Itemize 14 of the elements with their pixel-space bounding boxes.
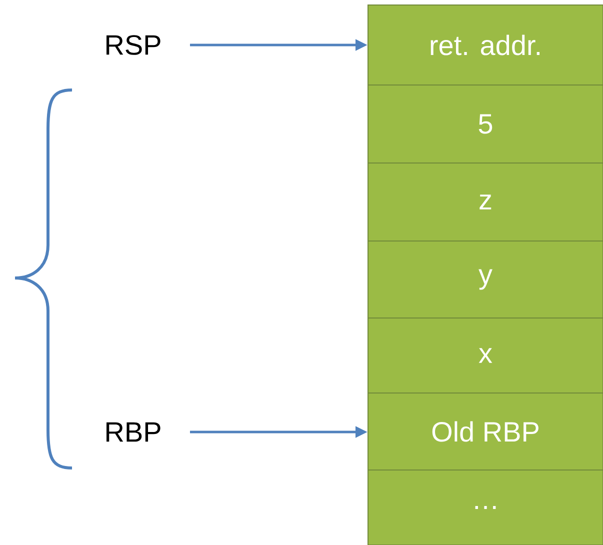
stack-cell: ret. addr. — [368, 4, 603, 86]
register-label: RBP — [106, 422, 160, 442]
register-label: RSP — [106, 35, 160, 55]
node-label: … — [475, 506, 496, 509]
stack-cell: y — [368, 240, 603, 318]
node-label: ret. addr. — [430, 34, 540, 56]
node-label: x — [478, 348, 492, 363]
node-label: y — [478, 269, 492, 290]
stack-cell: Old RBP — [368, 392, 603, 470]
stack-cell: … — [368, 470, 603, 545]
node-label: z — [480, 194, 492, 210]
stack-cell: 5 — [368, 84, 603, 164]
stack-cell: z — [368, 162, 603, 242]
stack-cell: x — [368, 318, 603, 394]
